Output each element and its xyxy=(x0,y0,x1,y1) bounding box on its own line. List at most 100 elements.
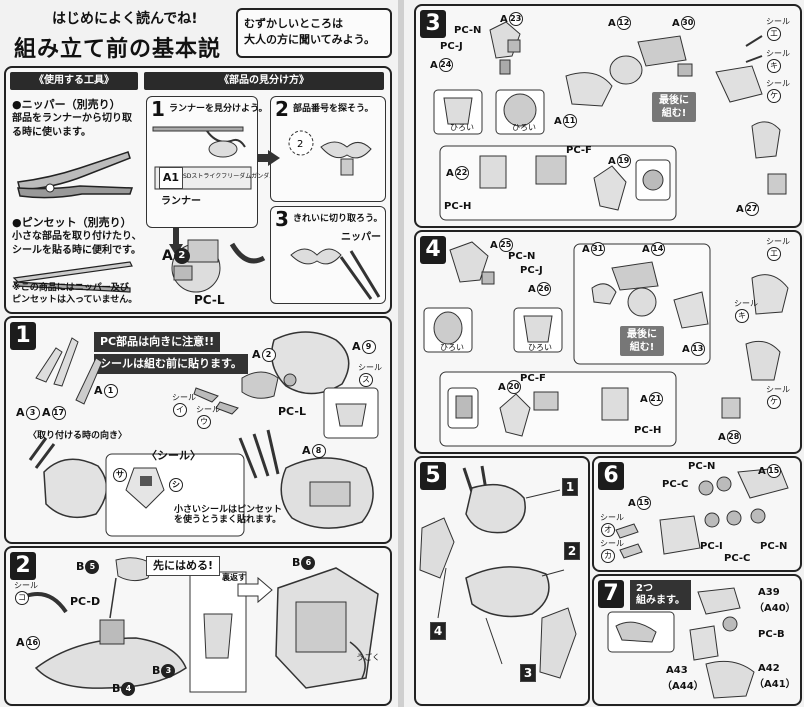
step2-pc-d: PC-D xyxy=(70,595,101,608)
parts-step1-number: 1 xyxy=(151,97,165,121)
step5-number: 5 xyxy=(420,462,446,490)
step4-seal-ke: シールケ xyxy=(766,385,790,409)
step6-pc-i: PC-I xyxy=(700,541,723,552)
step4-seal-e: シールエ xyxy=(766,237,790,261)
step3-pc-n: PC-N xyxy=(454,25,482,36)
tools-note: ※この商品にはニッパー及び ピンセットは入っていません。 xyxy=(12,283,138,305)
step4-pc-j: PC-J xyxy=(520,265,543,276)
step1-direction-label: 〈取り付ける時の向き〉 xyxy=(28,431,128,441)
advice-box: むずかしいところは 大人の方に聞いてみよう。 xyxy=(236,8,392,58)
intro-panel: 《使用する工具》 《部品の見分け方》 ●ニッパー（別売り） 部品をランナーから切… xyxy=(4,66,392,314)
step6-pc-n-1: PC-N xyxy=(688,461,716,472)
parts-step3-box: 3 きれいに切り取ろう。 ニッパー xyxy=(270,206,386,304)
nipper-label: ニッパー xyxy=(341,232,381,243)
step1-seal-u: シールウ xyxy=(196,405,220,429)
step2-number: 2 xyxy=(10,552,36,580)
parts-step1-box: 1 ランナーを見分けよう。 A1 SDストライクフリーダムガンダム ランナー xyxy=(146,96,275,228)
step3-pc-h: PC-H xyxy=(444,201,472,212)
step4-number: 4 xyxy=(420,236,446,264)
step5-callout-1: 1 xyxy=(562,478,578,496)
step1-seal-i: シールイ xyxy=(172,393,196,417)
step5-callout-2: 2 xyxy=(564,542,580,560)
step3-pc-j: PC-J xyxy=(440,41,463,52)
svg-text:2: 2 xyxy=(297,139,303,150)
step3-last-note: 最後に 組む! xyxy=(652,92,696,122)
step4-illustration xyxy=(423,241,789,447)
pc-l-label: PC-L xyxy=(194,293,225,307)
step1-seal-sa: サ xyxy=(112,468,127,482)
left-page: はじめによく読んでね! 組み立て前の基本説明 むずかしいところは 大人の方に聞い… xyxy=(0,0,398,707)
step2-note-box: 先にはめる! xyxy=(146,556,220,576)
step1-sticker-note: 小さいシールはピンセット を使うとうまく貼れます。 xyxy=(174,505,283,525)
step3-hiroi-1: ひろい xyxy=(450,123,474,132)
step4-pc-n: PC-N xyxy=(508,251,536,262)
step1-sticker-heading: 〈シール〉 xyxy=(146,449,201,462)
parts-step2-text: 部品番号を探そう。 xyxy=(293,104,374,114)
part-number-illustration: 2 xyxy=(288,130,372,176)
header-subtitle: はじめによく読んでね! xyxy=(52,11,198,27)
tweezer-icon xyxy=(12,261,133,293)
step7-pc-b: PC-B xyxy=(758,629,785,640)
step6-pc-n-2: PC-N xyxy=(760,541,788,552)
step3-seal-e: シールエ xyxy=(766,17,790,41)
step4-last-note: 最後に 組む! xyxy=(620,326,664,356)
step7-number: 7 xyxy=(598,580,624,608)
step2-seal-ko: シールコ xyxy=(14,581,38,605)
step1-note-pc: PC部品は向きに注意!! xyxy=(94,332,221,352)
step2-move-label: うごく xyxy=(356,653,380,662)
step4-pc-h: PC-H xyxy=(634,425,662,436)
nipper-desc: 部品をランナーから切り取 る時に使います。 xyxy=(12,113,132,138)
step2-flip-label: 裏返す xyxy=(222,573,246,582)
step7-a43: A43 xyxy=(666,665,688,676)
step5-callout-3: 3 xyxy=(520,664,536,682)
parts-step2-box: 2 部品番号を探そう。 2 xyxy=(270,96,386,202)
step5-callout-4: 4 xyxy=(430,622,446,640)
step6-number: 6 xyxy=(598,462,624,490)
step5-panel: 5 1 2 3 4 xyxy=(414,456,590,706)
step1-note-seal: シールは組む前に貼ります。 xyxy=(94,354,248,374)
parts-step2-number: 2 xyxy=(275,97,289,121)
parts-step3-text: きれいに切り取ろう。 xyxy=(293,214,383,224)
step1-seal-shi: シ xyxy=(168,478,183,492)
tools-heading: 《使用する工具》 xyxy=(10,72,138,90)
step7-a40: （A40） xyxy=(754,603,796,614)
tweezer-title: ●ピンセット（別売り） xyxy=(12,216,132,229)
step3-illustration xyxy=(433,21,787,221)
step3-seal-ki: シールキ xyxy=(766,49,790,73)
step4-hiroi-2: ひろい xyxy=(528,343,552,352)
step6-illustration xyxy=(615,467,789,559)
nipper-icon xyxy=(17,151,134,199)
step3-seal-ke: シールケ xyxy=(766,79,790,103)
step1-number: 1 xyxy=(10,322,36,350)
step7-illustration xyxy=(607,587,755,699)
step2-illustration xyxy=(25,557,379,693)
step7-panel: 7 2つ 組みます。 A39 （A40） PC-B A43 （A44） A42 … xyxy=(592,574,802,706)
step4-pc-f: PC-F xyxy=(520,373,546,384)
